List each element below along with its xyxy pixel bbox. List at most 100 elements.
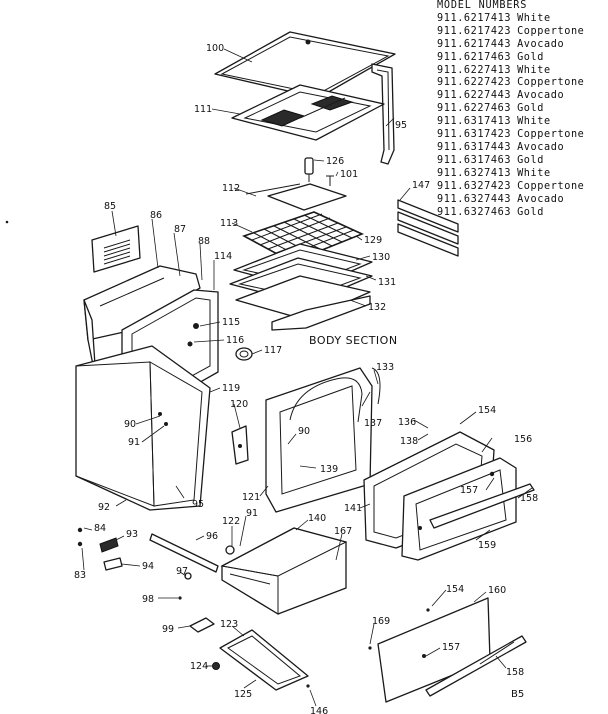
callout-139: 139 xyxy=(320,464,338,475)
part-120-hinge xyxy=(231,425,249,465)
part-100-top-cover xyxy=(214,31,396,99)
callout-156: 156 xyxy=(514,434,532,445)
callout-114: 114 xyxy=(214,251,232,262)
part-111-cooktop-pan xyxy=(231,84,385,141)
callout-90-door: 90 xyxy=(298,426,310,437)
callout-88: 88 xyxy=(198,236,210,247)
part-125-kick-plate xyxy=(219,629,309,691)
model-numbers-heading: MODEL NUMBERS xyxy=(437,0,528,11)
model-number: 911.6217423 xyxy=(437,25,512,37)
part-160-lower-panel xyxy=(368,597,527,703)
model-color: White xyxy=(517,64,551,76)
part-83-fastener xyxy=(77,541,83,547)
model-color: Avocado xyxy=(517,141,565,153)
callout-99: 99 xyxy=(162,624,174,635)
model-color: Avocado xyxy=(517,38,565,50)
callout-158-door: 158 xyxy=(520,493,538,504)
model-row: 911.6217463 Gold xyxy=(437,52,608,65)
model-number: 911.6317423 xyxy=(437,129,512,141)
callout-141: 141 xyxy=(344,503,362,514)
callout-158-lower: 158 xyxy=(506,667,524,678)
callout-83: 83 xyxy=(74,570,86,581)
model-color: White xyxy=(517,12,551,24)
model-number: 911.6327463 xyxy=(437,206,512,218)
callout-131: 131 xyxy=(378,277,396,288)
part-159-oven-door xyxy=(401,457,535,561)
callout-137: 137 xyxy=(364,418,382,429)
callout-122: 122 xyxy=(222,516,240,527)
model-color: Avocado xyxy=(517,90,565,102)
callout-132: 132 xyxy=(368,302,386,313)
section-title: BODY SECTION xyxy=(309,334,398,347)
callout-92: 92 xyxy=(98,502,110,513)
model-number: 911.6217463 xyxy=(437,51,512,63)
model-row: 911.6317443 Avocado xyxy=(437,142,608,155)
model-color: Coppertone xyxy=(517,77,585,89)
part-93-clip xyxy=(99,537,119,553)
callout-91-drawer: 91 xyxy=(246,508,258,519)
callout-95-top: 95 xyxy=(395,120,407,131)
model-color: Gold xyxy=(517,154,545,166)
callout-111: 111 xyxy=(194,104,212,115)
callout-124: 124 xyxy=(190,661,208,672)
model-number: 911.6227463 xyxy=(437,103,512,115)
part-146-screw xyxy=(306,684,310,688)
model-number: 911.6317443 xyxy=(437,141,512,153)
callout-130: 130 xyxy=(372,252,390,263)
model-number: 911.6217443 xyxy=(437,38,512,50)
callout-113: 113 xyxy=(220,218,238,229)
part-122-roller xyxy=(225,545,235,555)
callout-147: 147 xyxy=(412,180,430,191)
part-124-leveler xyxy=(212,662,220,670)
model-color: Coppertone xyxy=(517,129,585,141)
callout-94: 94 xyxy=(142,561,154,572)
model-number: 911.6317413 xyxy=(437,116,512,128)
part-96-rail xyxy=(149,533,219,573)
callout-146: 146 xyxy=(310,706,328,714)
callout-91-left: 91 xyxy=(128,437,140,448)
model-color: Coppertone xyxy=(517,25,585,37)
leader-lines xyxy=(81,48,533,707)
callout-116: 116 xyxy=(226,335,244,346)
model-row: 911.6217443 Avocado xyxy=(437,39,608,52)
part-113-oven-rack xyxy=(242,211,365,263)
callout-labels: 100 111 95 126 101 147 112 113 129 130 1… xyxy=(74,43,538,714)
callout-112: 112 xyxy=(222,183,240,194)
model-color: Gold xyxy=(517,103,545,115)
model-color: Gold xyxy=(517,206,545,218)
callout-133: 133 xyxy=(376,362,394,373)
part-112-rod xyxy=(245,183,347,211)
callout-121: 121 xyxy=(242,492,260,503)
model-row: 911.6217413 White xyxy=(437,13,608,26)
part-84-fastener xyxy=(77,527,83,533)
part-86-back-panel xyxy=(83,265,201,381)
model-number: 911.6217413 xyxy=(437,12,512,24)
callout-101: 101 xyxy=(340,169,358,180)
callout-93: 93 xyxy=(126,529,138,540)
part-97-screw xyxy=(184,572,192,580)
part-85-vent-panel xyxy=(91,225,141,273)
callout-97: 97 xyxy=(176,566,188,577)
callout-167: 167 xyxy=(334,526,352,537)
part-95-side-frame xyxy=(371,63,395,165)
model-number: 911.6327443 xyxy=(437,193,512,205)
model-number: 911.6227413 xyxy=(437,64,512,76)
model-color: Gold xyxy=(517,51,545,63)
callout-95-left: 95 xyxy=(192,499,204,510)
callout-90-left: 90 xyxy=(124,419,136,430)
model-number: 911.6327413 xyxy=(437,167,512,179)
callout-85: 85 xyxy=(104,201,116,212)
model-row: 911.6227463 Gold xyxy=(437,103,608,116)
part-92-side-panel xyxy=(75,345,211,511)
model-row: 911.6327463 Gold xyxy=(437,207,608,220)
part-98-screw xyxy=(178,596,182,600)
callout-140: 140 xyxy=(308,513,326,524)
